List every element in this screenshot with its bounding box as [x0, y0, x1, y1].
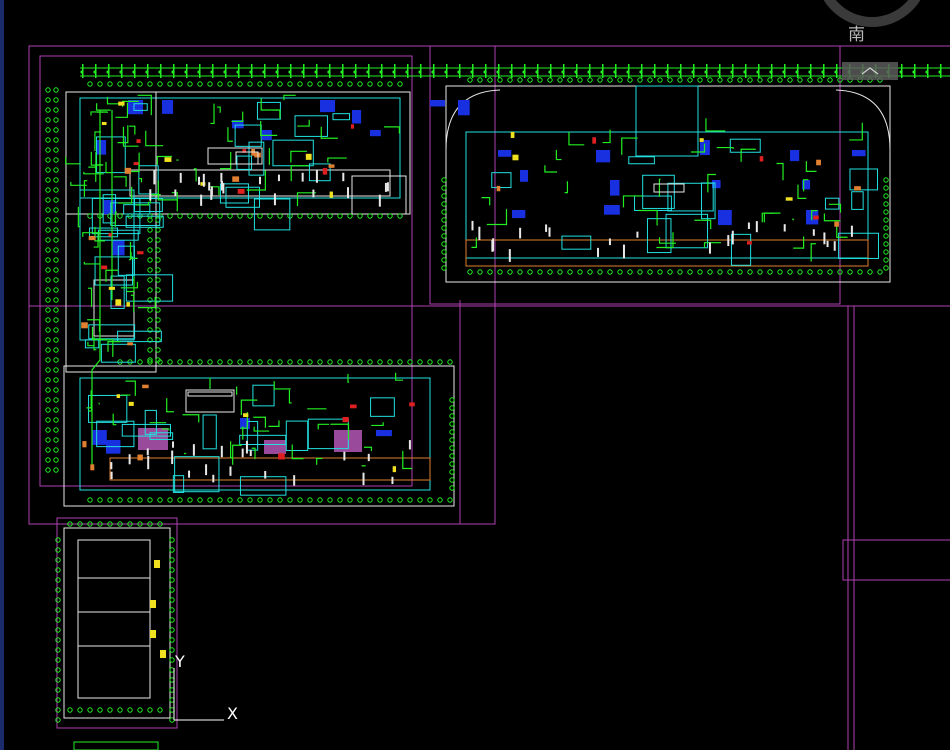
home-icon [861, 67, 879, 75]
ucs-x-label: X [227, 704, 238, 723]
ucs-icon [173, 668, 224, 721]
outer-frame-top [28, 45, 950, 307]
building-lower-left [63, 365, 455, 507]
building-right [445, 85, 891, 283]
boundary-lines [28, 45, 950, 750]
viewport-left-border [0, 0, 4, 750]
viewcube-top-button[interactable] [842, 62, 898, 80]
compass-south-label[interactable]: 南 [848, 25, 865, 45]
viewcube[interactable] [812, 0, 932, 40]
frame-right-building [429, 45, 841, 305]
frame-small-right [842, 539, 950, 581]
frame-bottom-block [56, 517, 178, 729]
cyan-pipes [84, 101, 879, 496]
frame-left-building [39, 55, 413, 487]
detail-marks [81, 101, 861, 658]
green-wiring [65, 94, 863, 470]
outer-frame-left [28, 45, 496, 525]
viewcube-compass-ring [823, 0, 921, 27]
blue-marks [92, 100, 866, 454]
wall-fragments [110, 147, 853, 486]
axis-bubbles [45, 77, 889, 723]
ucs-y-label: Y [175, 652, 185, 671]
building-bottom-small [63, 527, 171, 750]
